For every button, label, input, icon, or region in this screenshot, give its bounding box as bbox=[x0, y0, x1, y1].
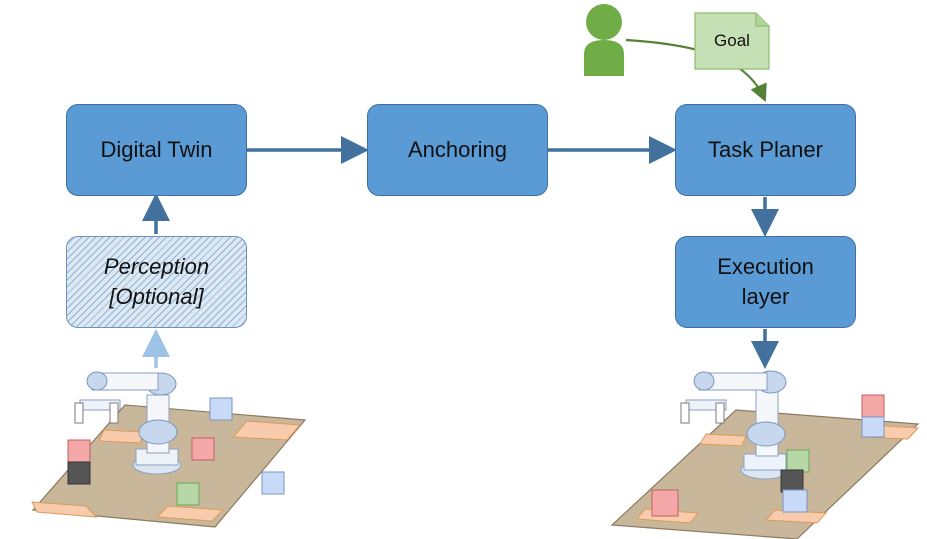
perception-label-line1: Perception bbox=[103, 254, 210, 279]
right-robot-scene bbox=[610, 370, 920, 539]
task-planer-node: Task Planer bbox=[675, 104, 856, 196]
goal-note: Goal bbox=[694, 12, 770, 70]
goal-label: Goal bbox=[714, 31, 750, 50]
execution-layer-node: Execution layer bbox=[675, 236, 856, 328]
execution-label-line1: Execution bbox=[717, 254, 814, 279]
task-planer-label: Task Planer bbox=[708, 137, 823, 162]
anchoring-node: Anchoring bbox=[367, 104, 548, 196]
cube-icon bbox=[651, 394, 885, 517]
digital-twin-label: Digital Twin bbox=[100, 137, 213, 162]
perception-label-line2: [Optional] bbox=[109, 284, 204, 309]
cube-icon bbox=[67, 397, 285, 506]
robot-arm-icon bbox=[680, 370, 790, 480]
left-robot-scene bbox=[31, 371, 307, 528]
anchoring-label: Anchoring bbox=[407, 137, 508, 162]
execution-label-line2: layer bbox=[741, 284, 790, 309]
user-icon bbox=[584, 4, 624, 76]
note-shape bbox=[694, 12, 770, 70]
digital-twin-node: Digital Twin bbox=[66, 104, 247, 196]
robot-arm-icon bbox=[74, 371, 182, 475]
perception-node: Perception [Optional] bbox=[66, 236, 247, 328]
